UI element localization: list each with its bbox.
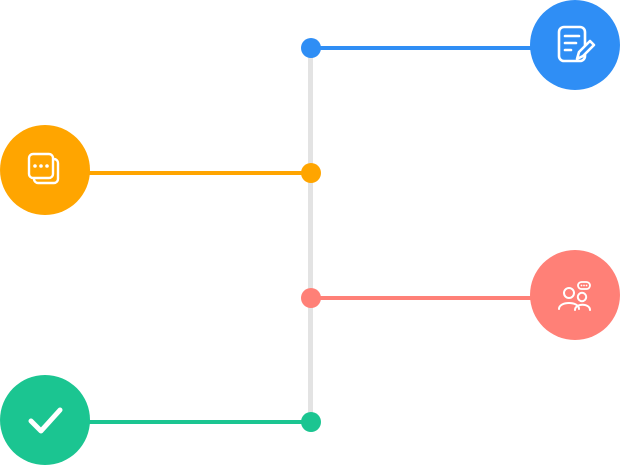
- badge-step-1: [530, 0, 620, 90]
- node-step-2: [301, 163, 321, 183]
- branch-line-step-4: [45, 420, 311, 424]
- badge-step-2: [0, 125, 90, 215]
- branch-line-step-1: [310, 46, 575, 50]
- checkmark-icon: [28, 407, 63, 434]
- node-step-1: [301, 38, 321, 58]
- edit-document-icon: [557, 25, 596, 63]
- badge-step-3: [530, 250, 620, 340]
- people-discussion-icon: [558, 281, 591, 311]
- chat-bubbles-icon: [27, 152, 60, 185]
- timeline-spine: [308, 48, 313, 422]
- node-step-4: [301, 412, 321, 432]
- branch-line-step-3: [310, 296, 575, 300]
- node-step-3: [301, 288, 321, 308]
- branch-line-step-2: [45, 171, 311, 175]
- badge-step-4: [0, 375, 90, 465]
